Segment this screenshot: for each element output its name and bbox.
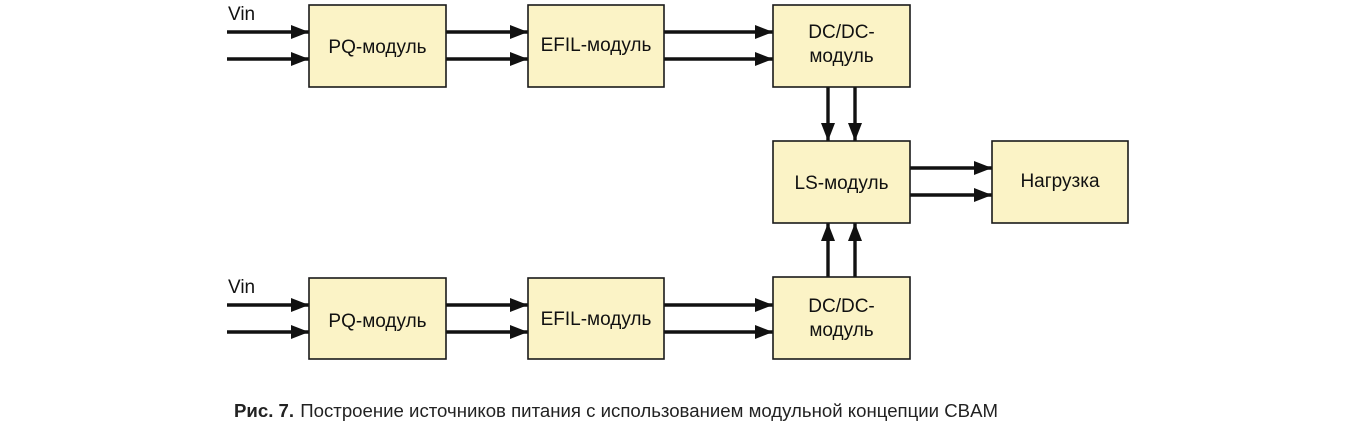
top-chain-wires — [227, 25, 862, 141]
load-wires — [910, 161, 992, 202]
dcdc-module-bottom: DC/DC- модуль — [772, 276, 911, 360]
load-block-label: Нагрузка — [1020, 171, 1100, 192]
pq-module-top-label: PQ-модуль — [328, 37, 426, 58]
efil-module-bottom: EFIL-модуль — [527, 277, 665, 360]
pq-module-bottom-label: PQ-модуль — [328, 311, 426, 332]
ls-module-label: LS-модуль — [795, 173, 889, 194]
figure-caption-label: Рис. 7. — [234, 401, 295, 421]
dcdc-module-top-label-line1: DC/DC- — [808, 22, 875, 43]
efil-module-top: EFIL-модуль — [527, 4, 665, 88]
dcdc-module-top-label-line2: модуль — [809, 46, 873, 67]
bottom-chain-wires — [227, 223, 862, 339]
figure-caption-text: Построение источников питания с использо… — [300, 401, 999, 421]
vin-label-top: Vin — [228, 4, 255, 25]
load-block: Нагрузка — [991, 140, 1129, 224]
ls-module: LS-модуль — [772, 140, 911, 224]
dcdc-module-bottom-label-line2: модуль — [809, 320, 873, 341]
vin-label-bottom: Vin — [228, 277, 255, 298]
pq-module-bottom: PQ-модуль — [308, 277, 447, 360]
dcdc-module-bottom-label-line1: DC/DC- — [808, 296, 875, 317]
pq-module-top: PQ-модуль — [308, 4, 447, 88]
efil-module-bottom-label: EFIL-модуль — [541, 309, 652, 330]
efil-module-top-label: EFIL-модуль — [541, 35, 652, 56]
figure-caption: Рис. 7.Построение источников питания с и… — [234, 401, 998, 422]
dcdc-module-top: DC/DC- модуль — [772, 4, 911, 88]
